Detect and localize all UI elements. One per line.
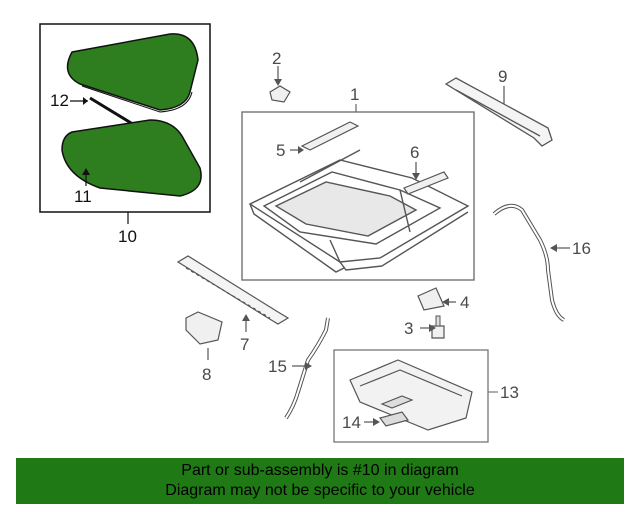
callout-13: 13: [500, 383, 519, 402]
callout-9: 9: [498, 67, 508, 86]
callout-10: 10: [118, 227, 137, 246]
handle-14: [378, 411, 410, 427]
callout-1: 1: [350, 85, 360, 104]
sunshade-panel: [349, 359, 473, 431]
bracket-8: [185, 311, 223, 360]
callout-4: 4: [460, 293, 470, 312]
bracket-6: [403, 171, 449, 195]
rail-9: [444, 77, 553, 147]
callout-14: 14: [342, 413, 361, 432]
callout-2: 2: [272, 49, 282, 68]
callout-8: 8: [202, 365, 212, 384]
bracket-5: [300, 121, 360, 151]
info-banner: Part or sub-assembly is #10 in diagram D…: [16, 458, 624, 504]
callout-7: 7: [240, 335, 250, 354]
sunroof-frame: [248, 149, 470, 273]
glass-panel-upper: [66, 33, 199, 113]
callout-11: 11: [74, 187, 92, 206]
banner-line-2: Diagram may not be specific to your vehi…: [165, 482, 475, 499]
front-rail-7: [176, 255, 290, 325]
clip-2: [269, 66, 291, 103]
banner-line-1: Part or sub-assembly is #10 in diagram: [181, 462, 459, 479]
callout-6: 6: [410, 143, 420, 162]
callout-3: 3: [404, 319, 414, 338]
callout-12: 12: [50, 91, 69, 110]
callout-16: 16: [572, 239, 591, 258]
callout-5: 5: [276, 141, 286, 160]
callout-15: 15: [268, 357, 287, 376]
glass-panel-lower: [61, 119, 202, 197]
bracket-4: [417, 287, 445, 311]
bolt-3: [420, 315, 445, 339]
